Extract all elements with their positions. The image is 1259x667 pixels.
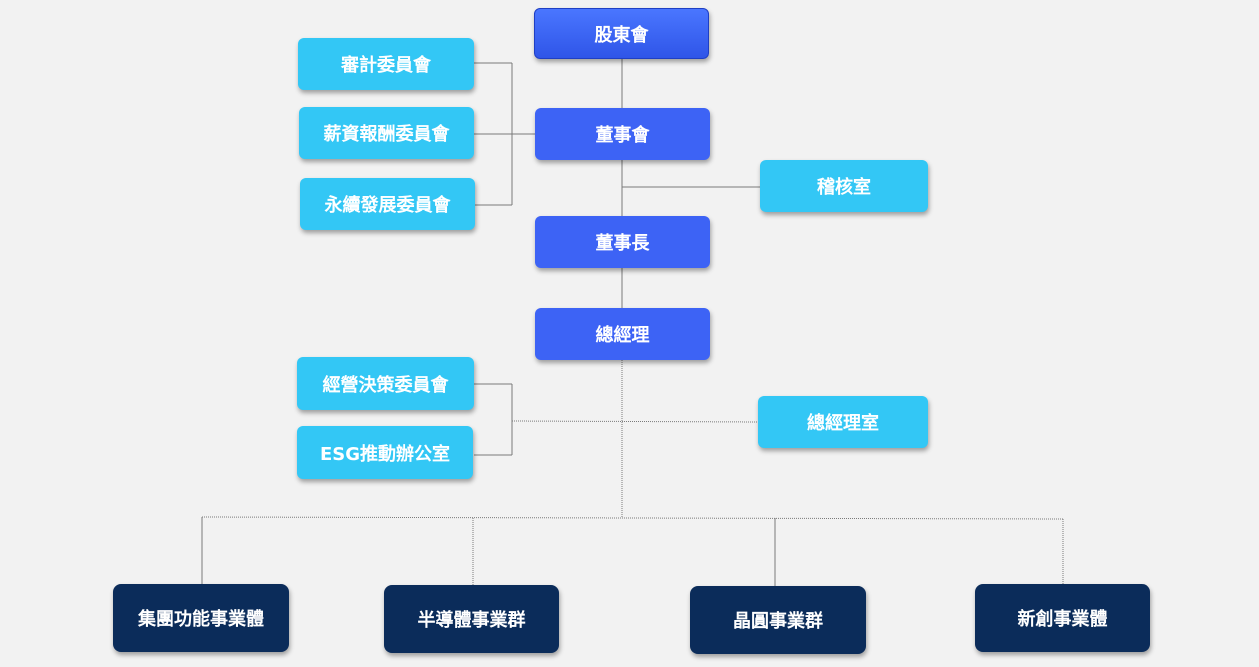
committee-remuneration-box: 薪資報酬委員會 — [299, 107, 474, 159]
audit-office-box: 稽核室 — [760, 160, 928, 212]
board-box: 董事會 — [535, 108, 710, 160]
connector-units-bus — [201, 516, 1064, 520]
committee-sustainability-box: 永續發展委員會 — [300, 178, 475, 230]
business-unit-group-functions: 集團功能事業體 — [113, 584, 289, 652]
mgmt-decision-committee-box: 經營決策委員會 — [297, 357, 474, 410]
shareholders-box: 股東會 — [534, 8, 709, 59]
business-unit-startup: 新創事業體 — [975, 584, 1150, 652]
committee-audit-box: 審計委員會 — [298, 38, 474, 90]
chairman-box: 董事長 — [535, 216, 710, 268]
president-box: 總經理 — [535, 308, 710, 360]
business-unit-semiconductor: 半導體事業群 — [384, 585, 559, 653]
business-unit-wafer: 晶圓事業群 — [690, 586, 866, 654]
connector-mgmt-to-president-office — [511, 420, 759, 423]
esg-office-box: ESG推動辦公室 — [297, 426, 473, 479]
president-office-box: 總經理室 — [758, 396, 928, 448]
